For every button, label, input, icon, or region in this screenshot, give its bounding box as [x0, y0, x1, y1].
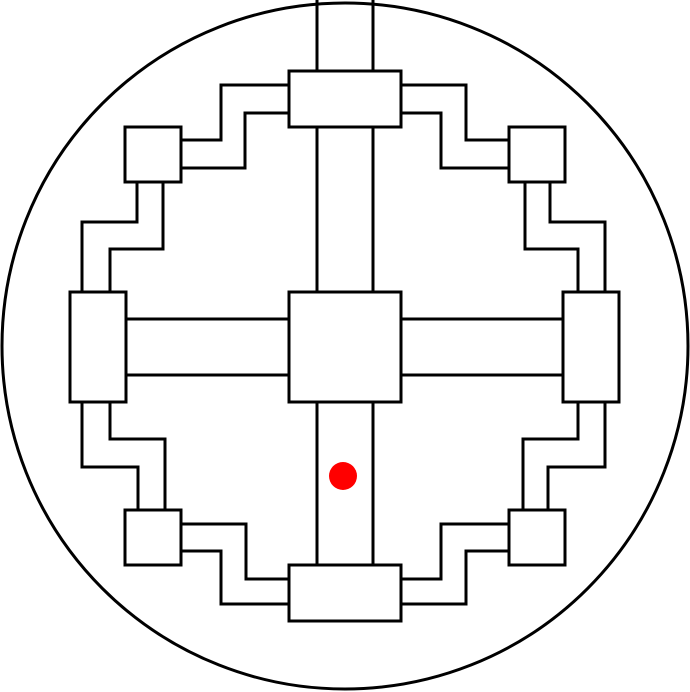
corridor-left-horizontal	[124, 317, 291, 377]
room-center[interactable]	[287, 290, 403, 404]
corridor-right-to-bottom-right	[521, 400, 607, 512]
corridor-left-to-bottom-left	[80, 400, 167, 512]
room-top-left[interactable]	[123, 125, 183, 184]
room-bottom-left[interactable]	[123, 508, 183, 567]
corridor-bottom-vertical	[315, 400, 375, 567]
corridor-top-vertical	[315, 0, 375, 294]
room-bottom-right[interactable]	[507, 508, 567, 567]
player-marker[interactable]	[329, 462, 357, 490]
corridor-right-horizontal	[399, 317, 565, 377]
corridor-top-to-top-right	[399, 83, 511, 170]
room-right[interactable]	[561, 290, 621, 404]
room-left[interactable]	[68, 290, 128, 404]
corridor-bottom-right-to-bottom	[399, 522, 511, 606]
corridor-top-to-top-left	[179, 83, 291, 170]
maze-corridors	[80, 0, 607, 606]
maze-rooms	[68, 69, 621, 623]
corridor-top-right-to-right	[523, 180, 607, 294]
room-top[interactable]	[287, 69, 403, 129]
room-bottom[interactable]	[287, 563, 403, 623]
corridor-top-left-to-left	[80, 180, 165, 294]
corridor-bottom-left-to-bottom	[179, 522, 291, 606]
room-top-right[interactable]	[507, 125, 567, 184]
